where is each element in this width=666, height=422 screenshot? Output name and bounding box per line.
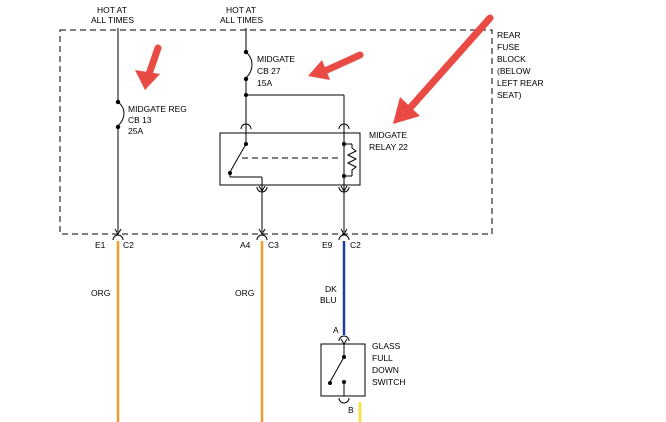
connector-arrow-a4: [258, 228, 266, 235]
cb27-label-1: MIDGATE: [257, 54, 295, 64]
relay-label-1: MIDGATE: [369, 130, 407, 140]
fuse-block-outline: [59, 29, 493, 235]
switch-pin-b: B: [348, 405, 354, 415]
cb27-breaker-symbol: [245, 51, 253, 79]
pin-a4: A4: [240, 240, 251, 250]
red-arrow-relay: [393, 14, 494, 124]
switch-blade: [329, 356, 345, 383]
cb27-label-2: CB 27: [257, 66, 281, 76]
switch-label-3: DOWN: [372, 365, 399, 375]
switch-terminal-a-arrow: [340, 338, 348, 345]
fuse-block-label-5: LEFT REAR: [497, 78, 544, 88]
connector-c3: C3: [268, 240, 279, 250]
wire-label-dk: DK: [325, 284, 337, 294]
fuse-block-label-6: SEAT): [497, 90, 522, 100]
switch-terminal-a-arc: [338, 335, 350, 342]
pin-e9: E9: [322, 240, 333, 250]
red-arrow-cb13: [135, 44, 162, 90]
switch-contact-bottom: [342, 380, 346, 384]
wire-label-org-middle: ORG: [235, 288, 254, 298]
relay-label-2: RELAY 22: [369, 142, 408, 152]
red-arrow-cb27: [308, 51, 364, 80]
fuse-block-label-1: REAR: [497, 30, 521, 40]
connector-arrow-e9: [340, 228, 348, 235]
cb13-label-1: MIDGATE REG: [128, 104, 187, 114]
wire-label-org-left: ORG: [91, 288, 110, 298]
connector-arrow-e1: [114, 228, 122, 235]
cb13-breaker-symbol: [117, 101, 125, 127]
cb27-label-3: 15A: [257, 78, 272, 88]
cb13-label-2: CB 13: [128, 115, 152, 125]
fuse-block-label-2: FUSE: [497, 42, 520, 52]
switch-label-1: GLASS: [372, 341, 401, 351]
switch-pin-a: A: [333, 325, 339, 335]
switch-label-2: FULL: [372, 353, 393, 363]
connector-c2-left: C2: [123, 240, 134, 250]
relay-coil-resistor: [346, 144, 358, 176]
hot-label-2-line1: HOT AT: [226, 5, 256, 15]
glass-switch-box: [320, 343, 366, 397]
wire-label-blu: BLU: [320, 295, 337, 305]
connector-arc-e1: [112, 234, 124, 241]
switch-label-4: SWITCH: [372, 377, 406, 387]
pin-e1: E1: [95, 240, 106, 250]
connector-arc-e9: [338, 234, 350, 241]
midgate-relay-box: [219, 132, 361, 186]
connector-c2-right: C2: [350, 240, 361, 250]
switch-pivot: [328, 381, 332, 385]
fuse-block-label-3: BLOCK: [497, 54, 526, 64]
connector-arc-a4: [256, 234, 268, 241]
cb13-label-3: 25A: [128, 126, 143, 136]
switch-terminal-b-arc: [338, 397, 350, 404]
fuse-block-label-4: (BELOW: [497, 66, 531, 76]
hot-label-1-line1: HOT AT: [97, 5, 127, 15]
hot-label-1-line2: ALL TIMES: [91, 15, 134, 25]
hot-label-2-line2: ALL TIMES: [220, 15, 263, 25]
relay-switch-blade: [229, 143, 247, 173]
